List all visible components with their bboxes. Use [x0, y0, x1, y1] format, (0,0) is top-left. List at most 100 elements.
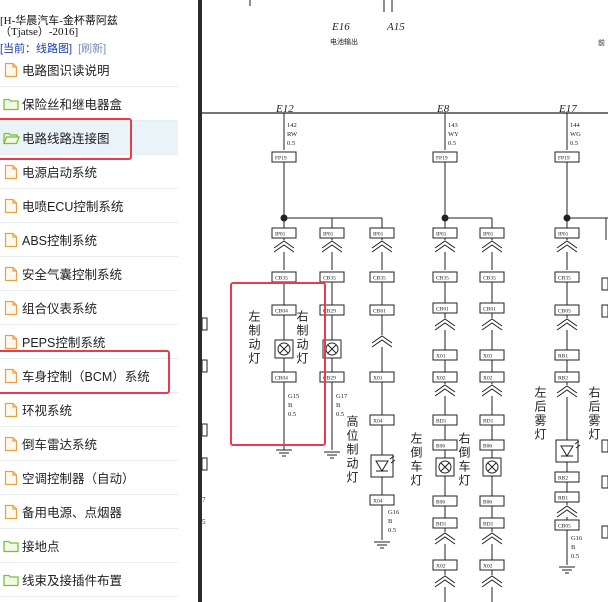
connector-label: CB35: [373, 276, 386, 282]
connector-label: X02: [483, 564, 493, 570]
tree-item[interactable]: PEPS控制系统: [0, 325, 178, 359]
chevron-mark: [481, 244, 503, 253]
label-battery-out: 电池输出: [330, 37, 358, 46]
connector-label: X02: [436, 564, 446, 570]
tree-item[interactable]: 车身控制（BCM）系统: [0, 359, 178, 393]
connector-label: FP19: [275, 156, 287, 162]
ground-color: B: [336, 402, 341, 409]
fuse-label: E17: [558, 103, 577, 115]
chevron-mark: [434, 318, 456, 327]
document-icon: [0, 325, 22, 359]
connector-label: CB29: [323, 309, 336, 315]
chevron-mark: [273, 244, 295, 253]
ground-color: B: [571, 544, 576, 551]
connector-label: RB2: [558, 376, 568, 382]
chevron-mark: [556, 385, 578, 394]
chevron-mark: [481, 322, 503, 331]
document-icon: [0, 427, 22, 461]
connector-label: FP19: [436, 156, 448, 162]
wire-color: RW: [287, 131, 298, 138]
ground-size: 0.5: [571, 553, 579, 560]
pane-divider[interactable]: [198, 0, 202, 602]
connector-label: BD1: [483, 419, 494, 425]
connector-label: CB29: [323, 376, 336, 382]
fuse-label: E8: [436, 103, 450, 115]
chevron-mark: [481, 532, 503, 541]
chevron-mark: [481, 318, 503, 327]
lamp-cross: [327, 344, 337, 354]
connector-label: CB35: [275, 276, 288, 282]
chevron-mark: [321, 240, 343, 249]
chevron-mark: [434, 575, 456, 584]
tree-item[interactable]: 电源启动系统: [0, 155, 178, 189]
tree-item[interactable]: 保险丝和继电器盒: [0, 87, 178, 121]
document-icon: [0, 53, 22, 87]
tree-item[interactable]: 环视系统: [0, 393, 178, 427]
document-icon: [0, 359, 22, 393]
tree-item[interactable]: ABS控制系统: [0, 223, 178, 257]
chevron-mark: [481, 579, 503, 588]
sidebar: [H-华晨汽车-金杯蒂阿兹 （Tjatse）-2016] [当前：线路图][刷新…: [0, 0, 198, 602]
lamp-label-left-fog: 左后雾灯: [533, 385, 547, 442]
tree-item-label: 空调控制器（自动）: [22, 472, 135, 486]
chevron-mark: [434, 244, 456, 253]
connector-label: RB2: [558, 476, 568, 482]
tree-item[interactable]: 组合仪表系统: [0, 291, 178, 325]
connector-label: BD1: [483, 522, 494, 528]
led-triangle: [375, 460, 389, 472]
tree-item-label: 接地点: [22, 540, 60, 554]
connector-label: CB35: [323, 276, 336, 282]
tree-item[interactable]: 电喷ECU控制系统: [0, 189, 178, 223]
lamp-cross: [279, 344, 289, 354]
connector-label: IP01: [323, 232, 334, 238]
chevron-mark: [371, 240, 393, 249]
tree-item-label: 安全气囊控制系统: [22, 268, 123, 282]
lamp-label-left-brake: 左制动灯: [247, 309, 261, 366]
tree-item[interactable]: 接地点: [0, 529, 178, 563]
connector-label: X01: [373, 376, 383, 382]
ground-color: B: [388, 518, 393, 525]
chevron-mark: [556, 318, 578, 327]
connector-label: X04: [373, 499, 383, 505]
tree-item-label: 线束及接插件布置: [22, 574, 123, 588]
chevron-mark: [556, 389, 578, 398]
chevron-mark: [321, 244, 343, 253]
tree-item[interactable]: 电路线路连接图: [0, 121, 178, 155]
chevron-mark: [371, 335, 393, 344]
wiring-diagram: E16 电池输出 A15 前 E12142RW0.5FP19E8143WY0.5…: [202, 0, 608, 602]
led-rays: [389, 455, 396, 464]
connector-label: CB04: [275, 309, 288, 315]
tree-item[interactable]: 安全气囊控制系统: [0, 257, 178, 291]
tree-item[interactable]: 备用电源、点烟器: [0, 495, 178, 529]
left-mark-7: 7: [202, 496, 206, 504]
tree-item[interactable]: 空调控制器（自动）: [0, 461, 178, 495]
chevron-mark: [371, 339, 393, 348]
tree-item[interactable]: 线束及接插件布置: [0, 563, 178, 597]
wire-number: 144: [570, 122, 581, 129]
tree-item-label: 电路线路连接图: [22, 132, 110, 146]
wire-color: WG: [570, 131, 581, 138]
document-icon: [0, 461, 22, 495]
connector-label: X01: [483, 354, 493, 360]
ground-size: 0.5: [388, 527, 396, 534]
connector-label: BD1: [436, 522, 447, 528]
breadcrumb-current[interactable]: [当前：线路图]: [0, 43, 73, 55]
connector-label: BD1: [436, 419, 447, 425]
label-right-fragment: 前: [598, 38, 605, 47]
connector-label: CB01: [436, 307, 449, 313]
tree-item-label: 电源启动系统: [22, 166, 98, 180]
chevron-mark: [556, 509, 578, 518]
ground-wire: G17: [336, 393, 348, 400]
refresh-link[interactable]: [刷新]: [78, 43, 107, 55]
connector-label: RB1: [558, 496, 568, 502]
tree-item-label: 倒车雷达系统: [22, 438, 98, 452]
chevron-mark: [556, 240, 578, 249]
connector-label: X02: [483, 376, 493, 382]
document-icon: [0, 291, 22, 325]
connector-label: X01: [436, 354, 446, 360]
tree-item[interactable]: 倒车雷达系统: [0, 427, 178, 461]
tree-item-label: 车身控制（BCM）系统: [22, 370, 150, 384]
document-icon: [0, 155, 22, 189]
tree-item[interactable]: 电路图识读说明: [0, 53, 178, 87]
lamp-circle: [277, 342, 291, 356]
